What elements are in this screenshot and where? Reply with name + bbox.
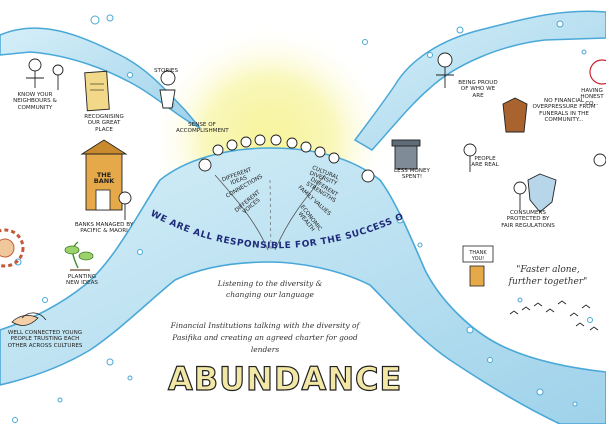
person-figure-icon bbox=[436, 52, 606, 210]
rubbish-bin-icon bbox=[391, 139, 421, 170]
label-people-real: PEOPLE ARE REAL bbox=[471, 156, 499, 169]
gear-wheel-icon bbox=[0, 228, 25, 268]
note-faster: "Faster alone, further together" bbox=[508, 265, 588, 287]
page-title: ABUNDANCE bbox=[167, 359, 403, 398]
thank-sign-text: THANK YOU! bbox=[469, 250, 487, 263]
plant-icon bbox=[64, 241, 94, 271]
note-financial: Financial Institutions talking with the … bbox=[170, 321, 360, 354]
label-accomplishment: SENSE OF ACCOMPLISHMENT bbox=[176, 122, 229, 135]
label-consumers: CONSUMERS PROTECTED BY FAIR REGULATIONS bbox=[501, 210, 555, 229]
river-center bbox=[0, 147, 606, 424]
bank-building-icon bbox=[80, 139, 128, 211]
bubbles bbox=[12, 14, 593, 423]
thank-sign-icon bbox=[462, 245, 494, 287]
label-banks-managed: BANKS MANAGED BY PACIFIC & MAORI bbox=[74, 222, 134, 235]
person-figure-icon bbox=[118, 191, 132, 220]
label-well-connected: WELL CONNECTED YOUNG PEOPLE TRUSTING EAC… bbox=[7, 330, 83, 349]
label-great-place: RECOGNISING OUR GREAT PLACE bbox=[84, 114, 124, 133]
label-stories: STORIES bbox=[154, 68, 178, 74]
label-know-neighbours: KNOW YOUR NEIGHBOURS & COMMUNITY bbox=[13, 92, 57, 111]
person-figure-icon bbox=[26, 58, 64, 90]
river-top-left bbox=[0, 27, 201, 129]
shield-icon bbox=[527, 173, 557, 213]
label-planting: PLANTING NEW IDEAS bbox=[66, 274, 98, 287]
crowd-figures bbox=[198, 134, 375, 183]
bank-sign: THE BANK bbox=[93, 171, 115, 186]
person-figure-icon bbox=[159, 70, 176, 109]
label-having-honest: HAVING HONEST CO... bbox=[580, 88, 604, 107]
label-being-proud: BEING PROUD OF WHO WE ARE bbox=[458, 80, 498, 99]
birds-icon bbox=[509, 300, 599, 331]
coffin-icon bbox=[502, 97, 528, 133]
river-top-right bbox=[353, 10, 606, 151]
label-less-money: LESS MONEY SPENT! bbox=[394, 168, 430, 181]
handshake-icon bbox=[11, 312, 47, 326]
map-poster-icon bbox=[84, 70, 110, 112]
label-no-pressure: NO FINANCIAL OVERPRESSURE FROM FUNERALS … bbox=[532, 98, 596, 124]
note-listening: Listening to the diversity & changing ou… bbox=[217, 279, 323, 299]
globe-icon bbox=[589, 59, 606, 85]
